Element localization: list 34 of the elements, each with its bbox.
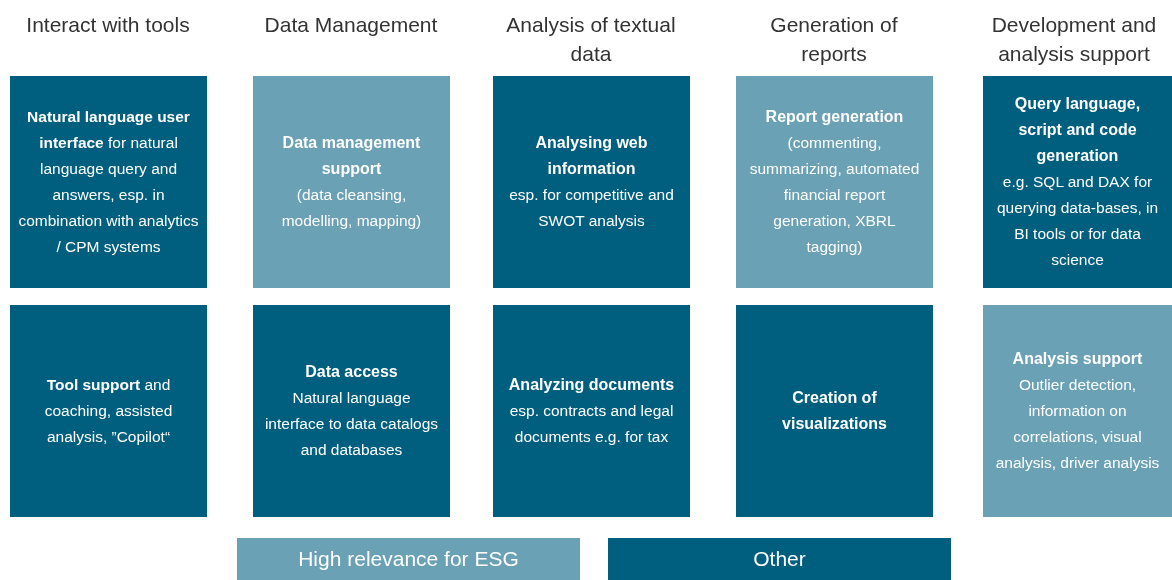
column-heading: Interact with tools xyxy=(25,12,191,38)
legend-swatch: High relevance for ESG xyxy=(237,538,580,580)
category-card xyxy=(253,76,450,288)
column-heading: Analysis of textual data xyxy=(505,12,677,67)
category-card xyxy=(983,76,1172,288)
card-text: esp. for competitive and SWOT analysis xyxy=(508,185,675,231)
card-text: Tool support and coaching, assisted analysis, ”Copilot“ xyxy=(43,375,174,447)
legend-swatch: Other xyxy=(608,538,951,580)
category-card xyxy=(253,305,450,517)
category-card xyxy=(10,305,207,517)
column-heading: Development and analysis support xyxy=(990,12,1158,67)
card-text: Outlier detection, information on correlations, visual analysis, driver analysis xyxy=(994,375,1161,473)
card-text: Natural language interface to data catalogs and databases xyxy=(263,388,440,460)
column-heading: Data Management xyxy=(263,12,439,38)
category-card xyxy=(10,76,207,288)
card-text: esp. contracts and legal documents e.g. for tax xyxy=(508,401,675,447)
card-heading: Creation of visualizations xyxy=(781,388,888,434)
category-card xyxy=(493,76,690,288)
card-heading: Report generation xyxy=(765,107,904,127)
category-card xyxy=(983,305,1172,517)
card-heading: Data access xyxy=(305,362,398,382)
card-heading: Data management support xyxy=(281,133,422,179)
card-heading: Query language, script and code generation xyxy=(1013,94,1142,166)
category-card xyxy=(736,76,933,288)
card-text: Natural language user interface for natural language query and answers, esp. in combination with analytics / CPM systems xyxy=(18,107,199,257)
card-text: (data cleansing, modelling, mapping) xyxy=(280,185,423,231)
card-text: (commenting, summarizing, automated financial report generation, XBRL tagging) xyxy=(748,133,921,257)
category-card xyxy=(493,305,690,517)
card-heading: Analysing web information xyxy=(534,133,649,179)
column-heading: Generation of reports xyxy=(769,12,899,67)
card-heading: Analysis support xyxy=(1012,349,1143,369)
category-card xyxy=(736,305,933,517)
card-heading: Analyzing documents xyxy=(508,375,675,395)
card-text: e.g. SQL and DAX for querying data-bases, in BI tools or for data science xyxy=(995,172,1160,270)
